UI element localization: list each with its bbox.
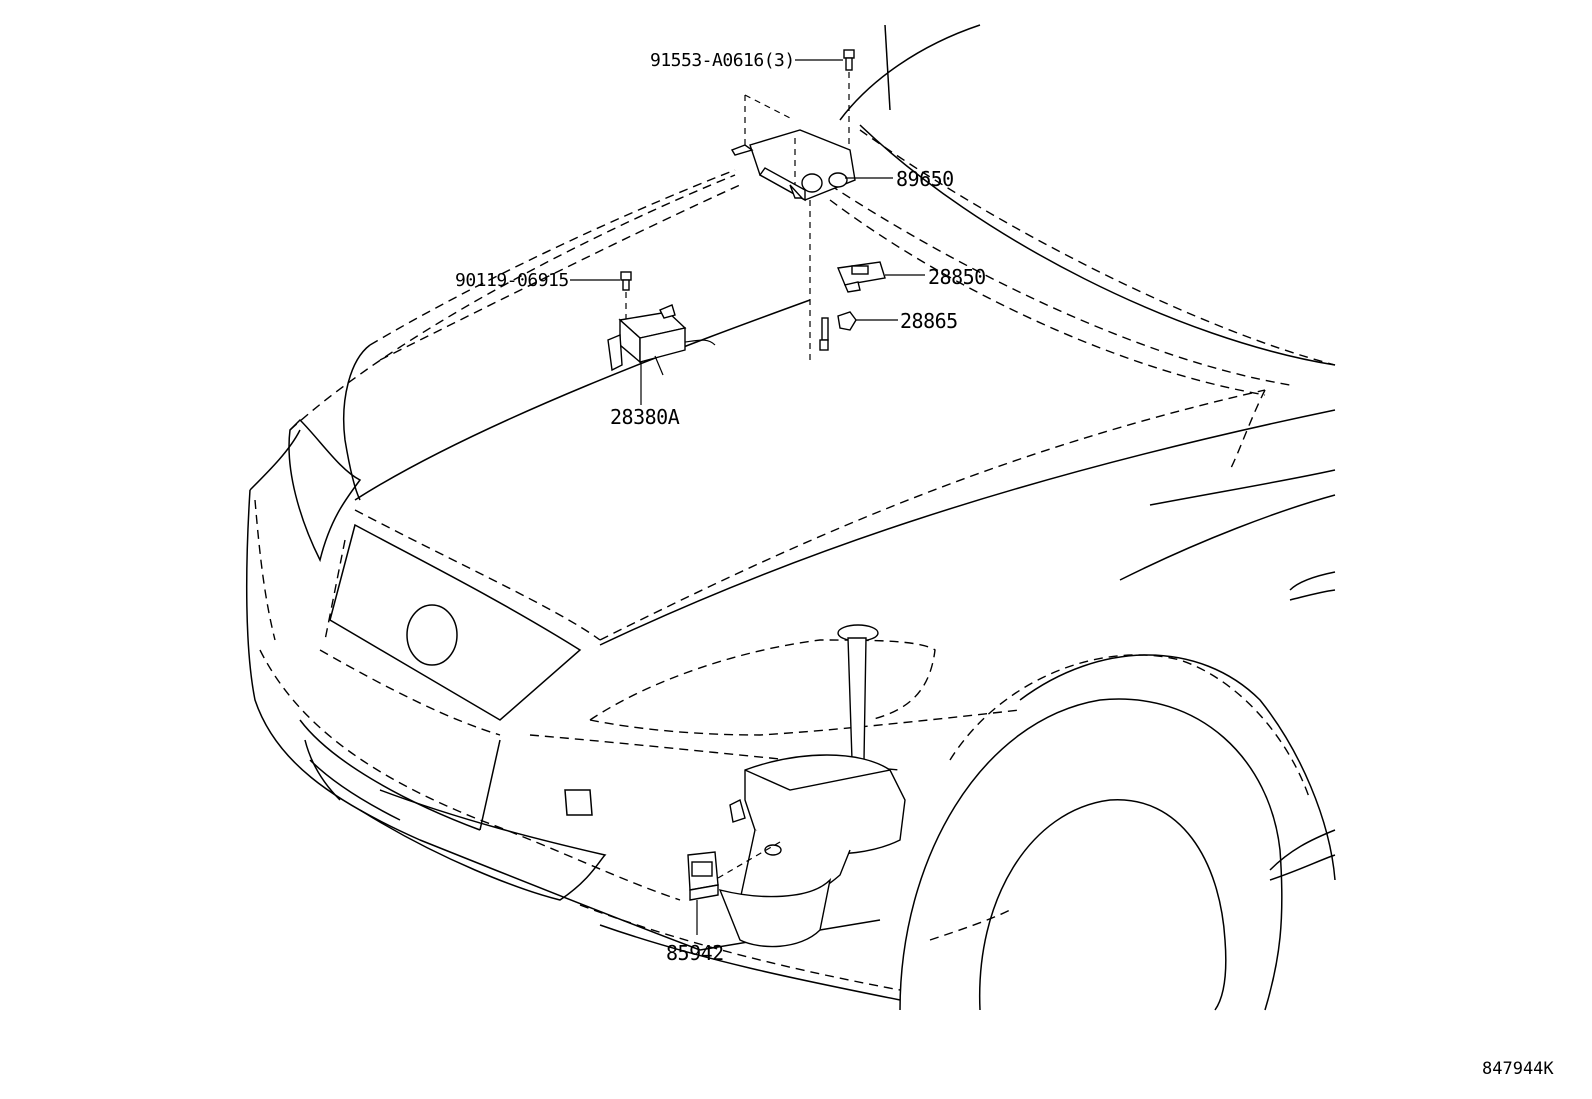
washer-tank-icon (718, 624, 906, 948)
sensor-28865-icon (819, 311, 857, 351)
label-part-89650: 89650 (896, 167, 954, 191)
label-part-28850: 28850 (928, 265, 986, 289)
bolt-90119-icon (620, 271, 632, 325)
label-bolt-91553: 91553-A0616(3) (650, 50, 795, 71)
leader-lines (570, 59, 925, 935)
module-89650-icon (730, 94, 856, 365)
horn-85942-icon (687, 841, 781, 901)
label-part-28380a: 28380A (610, 405, 680, 429)
sensor-28850-icon (837, 261, 886, 293)
label-part-85942: 85942 (666, 941, 724, 965)
label-part-28865: 28865 (900, 309, 958, 333)
bolt-91553-icon (843, 49, 855, 175)
car-body-outline (245, 24, 1336, 1011)
relay-28380a-icon (607, 304, 716, 376)
diagram-reference-code: 847944K (1482, 1059, 1554, 1079)
label-bolt-90119: 90119-06915 (455, 270, 569, 291)
